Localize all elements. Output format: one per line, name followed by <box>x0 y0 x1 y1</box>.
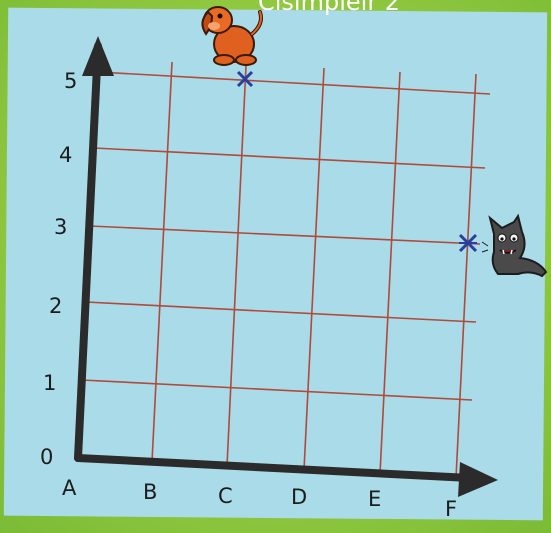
axes <box>78 36 498 497</box>
grid-row-line-2 <box>86 302 476 322</box>
y-label-4: 4 <box>59 143 72 167</box>
grid-column-line-e <box>380 72 400 474</box>
x-label-f: F <box>445 497 457 521</box>
y-label-1: 1 <box>43 371 56 395</box>
dog-icon <box>202 7 261 65</box>
y-label-3: 3 <box>54 215 67 239</box>
x-axis <box>78 458 470 478</box>
x-label-d: D <box>291 485 307 509</box>
cat-icon <box>482 216 546 276</box>
grid-column-line-c <box>227 66 246 466</box>
x-label-a: A <box>62 476 77 500</box>
x-label-c: C <box>218 484 233 508</box>
grid-row-line-5 <box>98 72 490 94</box>
y-axis <box>78 46 98 458</box>
x-axis-labels: A B C D E F <box>62 476 457 521</box>
grid-row-line-3 <box>90 226 480 244</box>
y-label-5: 5 <box>64 69 77 93</box>
grid-column-line-b <box>152 62 172 462</box>
x-label-e: E <box>368 487 381 511</box>
grid-column-line-d <box>304 68 324 470</box>
x-axis-arrow <box>458 462 498 497</box>
grid-column-line-f <box>456 74 476 478</box>
grid-lines <box>78 62 490 478</box>
grid-row-line-4 <box>94 148 485 168</box>
x-label-b: B <box>143 480 157 504</box>
y-label-2: 2 <box>49 294 62 318</box>
y-axis-labels: 0 1 2 3 4 5 <box>40 69 77 469</box>
y-label-0: 0 <box>40 445 53 469</box>
grid-row-line-1 <box>82 380 472 400</box>
y-axis-arrow <box>82 36 114 76</box>
